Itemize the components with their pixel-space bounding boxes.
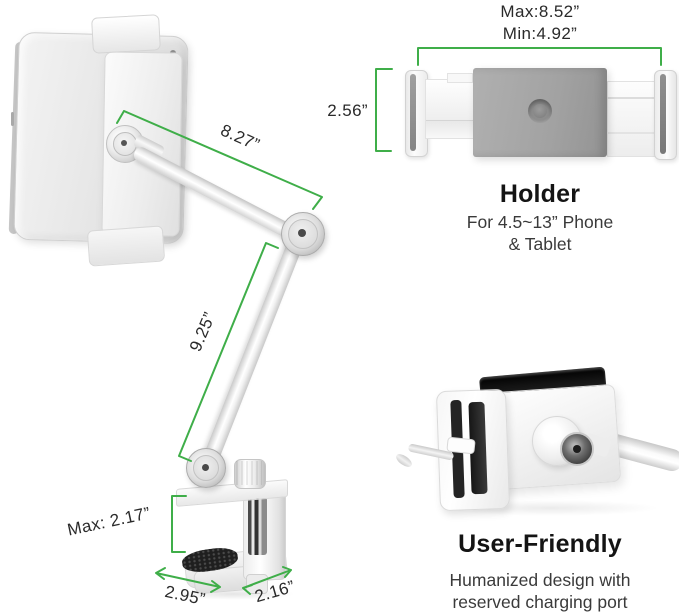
label-holder-height: 2.56” bbox=[327, 101, 368, 120]
user-friendly-subtitle-line2: reserved charging port bbox=[452, 592, 628, 612]
holder-section-subtitle-line1: For 4.5~13” Phone bbox=[466, 212, 614, 232]
holder-top-clip bbox=[91, 14, 161, 54]
tablet-side-button bbox=[11, 112, 14, 126]
label-holder-min-width: Min:4.92” bbox=[502, 24, 578, 43]
charging-plug bbox=[446, 436, 476, 455]
holder-right-rail-line bbox=[607, 97, 655, 99]
holder-left-grip-slot bbox=[410, 74, 416, 151]
holder-right-rail bbox=[607, 81, 657, 157]
clamp-screw-track bbox=[248, 497, 267, 555]
back-view-socket-screw bbox=[573, 445, 581, 453]
holder-left-rail-lower bbox=[426, 120, 474, 138]
charging-cable bbox=[394, 451, 414, 470]
holder-bottom-clip bbox=[86, 225, 166, 267]
dim-bracket-holder-height bbox=[375, 68, 393, 152]
label-lower-arm-length: 9.25” bbox=[185, 309, 220, 355]
holder-section-title: Holder bbox=[499, 180, 581, 208]
holder-right-rail-line2 bbox=[607, 132, 655, 134]
label-upper-arm-length: 8.27” bbox=[217, 120, 263, 155]
user-friendly-subtitle-line1: Humanized design with bbox=[449, 570, 631, 590]
base-joint-screw bbox=[202, 464, 209, 471]
holder-section-subtitle-line2: & Tablet bbox=[508, 234, 572, 254]
tablet-ball-joint-screw bbox=[121, 140, 127, 146]
holder-left-rail-step bbox=[447, 73, 473, 83]
user-friendly-section-title: User-Friendly bbox=[458, 530, 622, 558]
back-view-ball-socket bbox=[560, 432, 594, 466]
clamp-knob-ridges bbox=[236, 461, 262, 485]
holder-mount-hole-inner bbox=[533, 104, 547, 118]
dim-bracket-holder-width bbox=[417, 47, 662, 66]
label-holder-max-width: Max:8.52” bbox=[500, 2, 580, 21]
elbow-joint-screw bbox=[298, 229, 306, 237]
holder-right-grip-slot bbox=[660, 74, 666, 154]
label-clamp-opening: Max: 2.17” bbox=[65, 503, 153, 540]
lower-arm bbox=[201, 239, 304, 467]
